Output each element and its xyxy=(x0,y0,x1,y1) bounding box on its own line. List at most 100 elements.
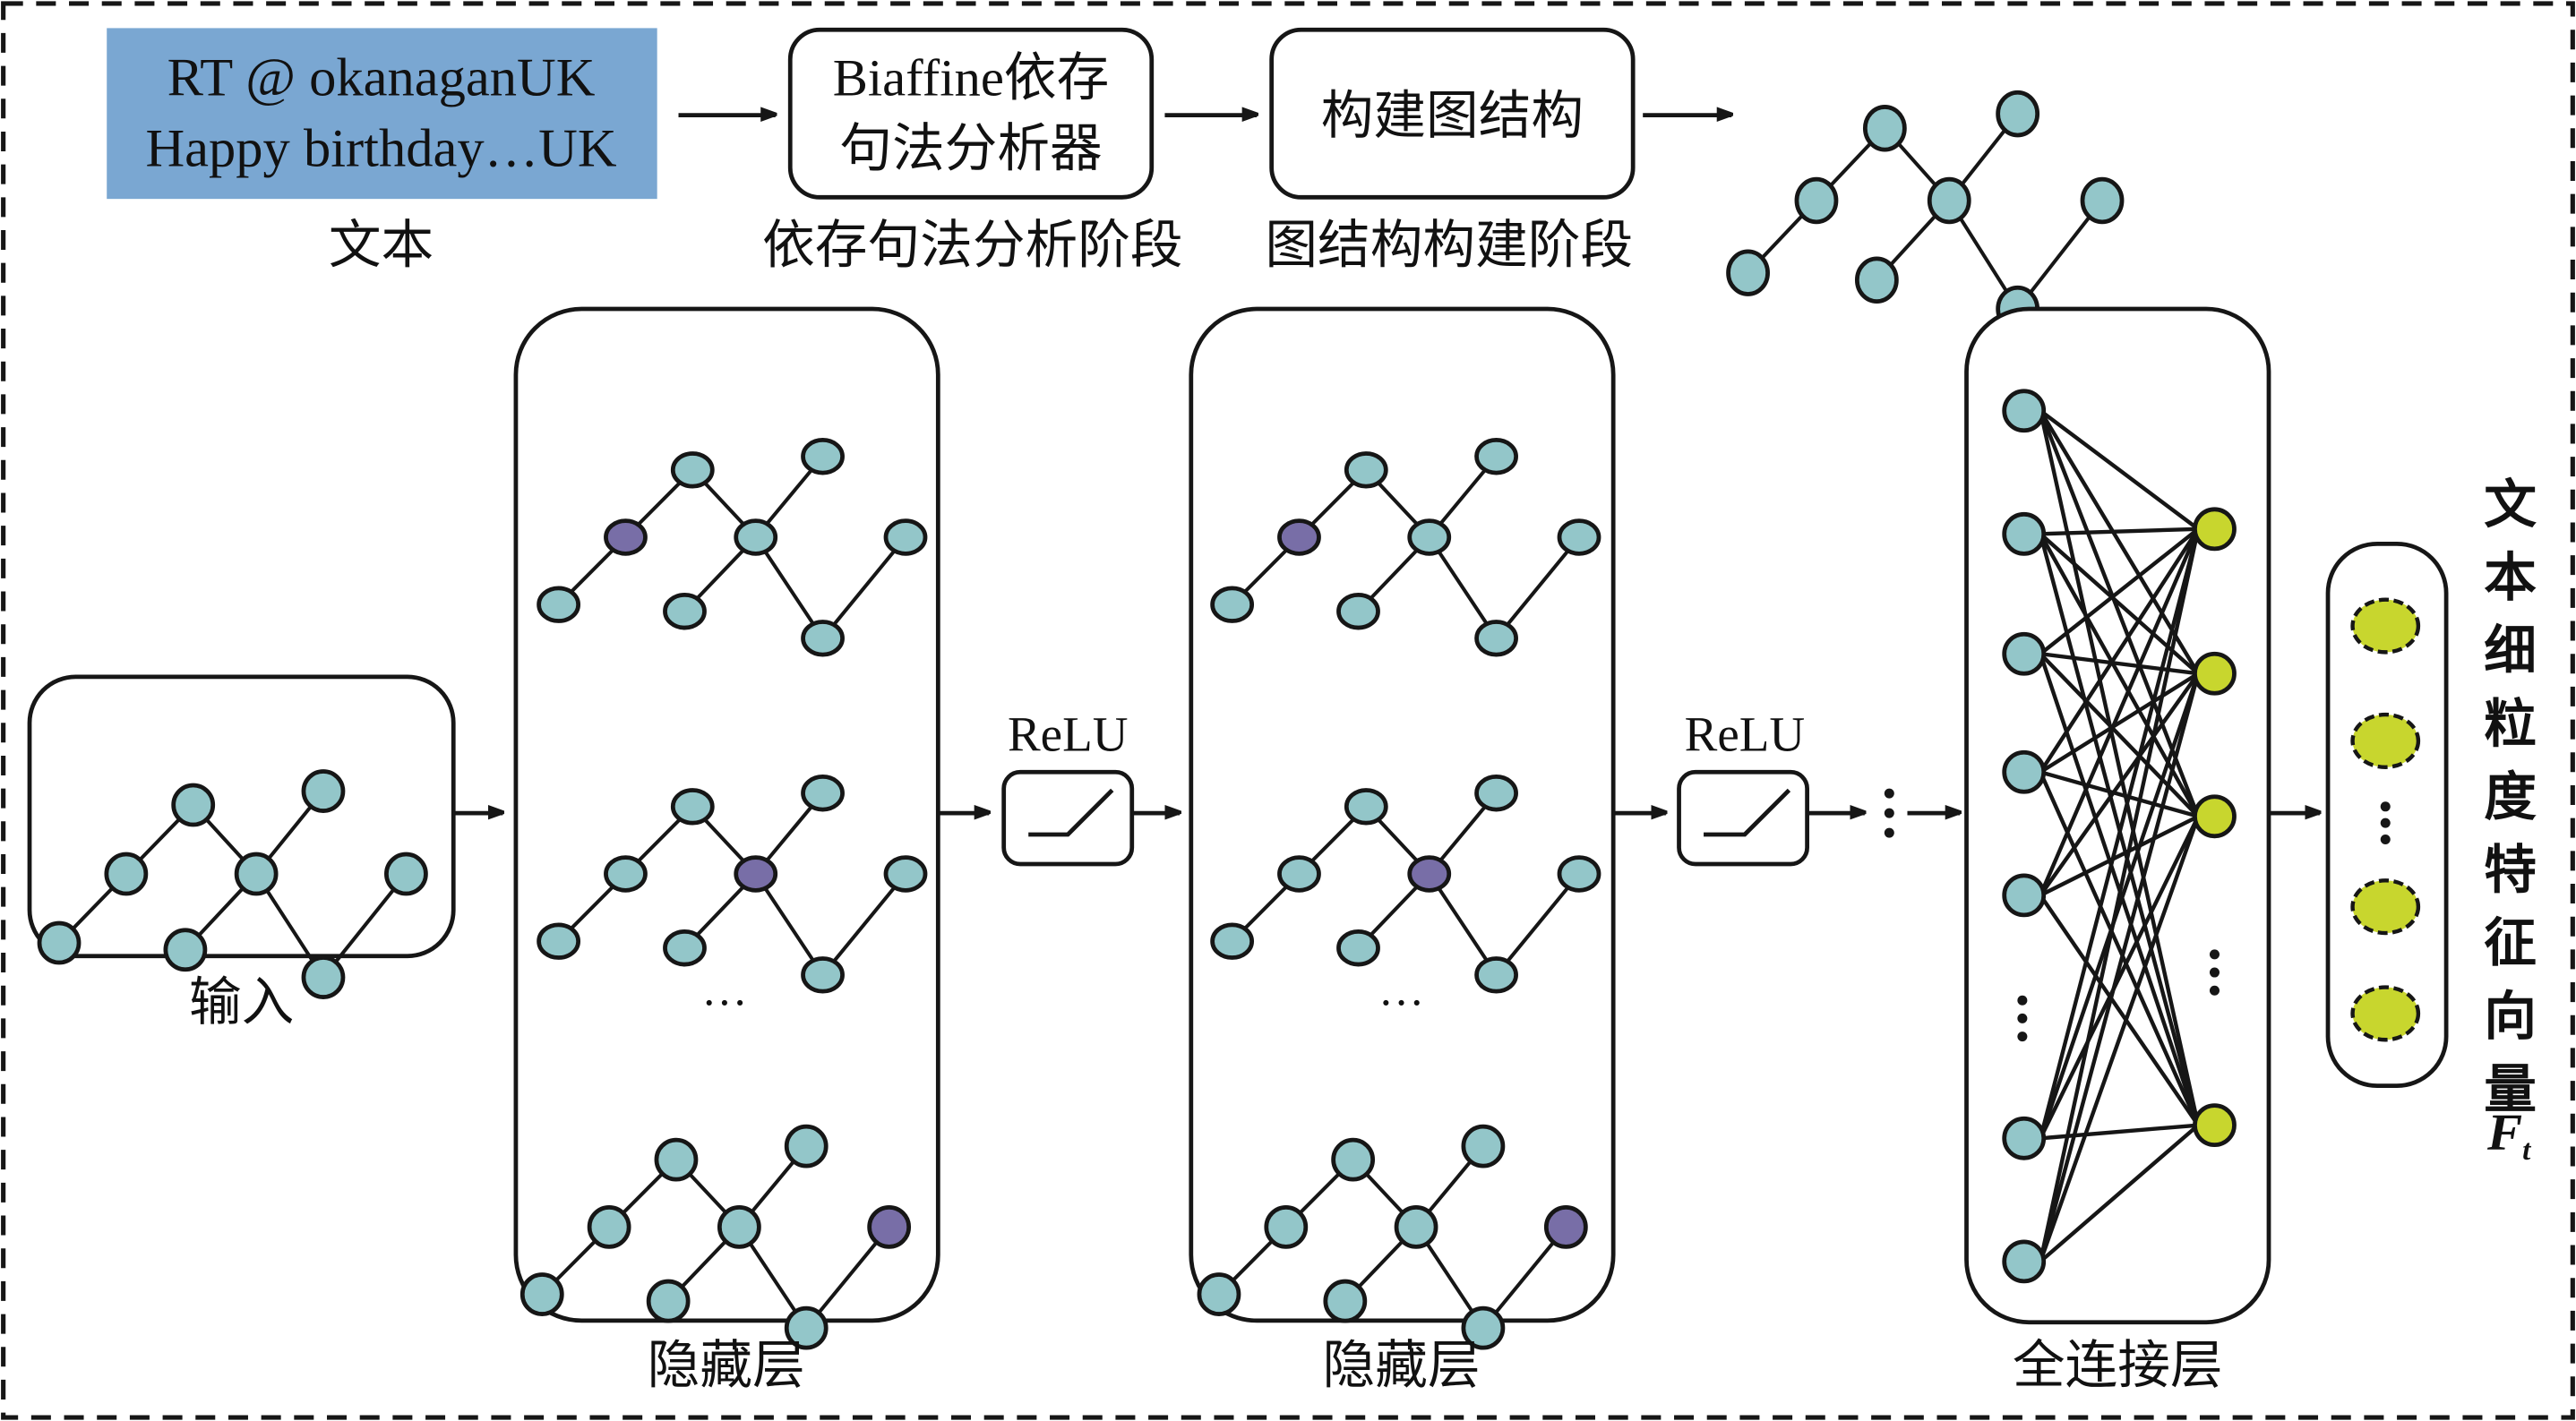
graph-edge xyxy=(754,872,825,976)
graph-node xyxy=(784,1305,829,1350)
layers-ellipsis-dot xyxy=(1884,788,1894,799)
graph-node-focus xyxy=(1543,1204,1588,1249)
fc-layer-nodes xyxy=(2002,389,2237,1284)
output-feature-node xyxy=(2350,712,2421,769)
graph-node xyxy=(1474,620,1518,657)
fc-connection xyxy=(2039,652,2200,818)
parser-box-line1: Biaffine依存 xyxy=(833,49,1110,107)
top-pipeline: RT @ okanaganUK Happy birthday…UK 文本 Bia… xyxy=(107,27,2125,333)
fc-connection xyxy=(2039,815,2201,1140)
graph-node-focus xyxy=(867,1204,912,1249)
fc-output-node xyxy=(2193,1103,2237,1148)
fc-output-node xyxy=(2193,651,2237,696)
fc-layer-box xyxy=(1964,306,2271,1325)
output-label-char: 特 xyxy=(2484,842,2537,900)
graph-node xyxy=(883,518,928,556)
fc-input-node xyxy=(2002,511,2047,556)
fc-output-ellipsis-dot xyxy=(2209,967,2220,978)
fc-connection xyxy=(2039,770,2199,818)
layers-ellipsis xyxy=(1884,788,1894,838)
graph-node xyxy=(1474,775,1518,812)
output-label-char: 细 xyxy=(2484,622,2537,681)
graph-node xyxy=(104,852,149,896)
output-label-char: 征 xyxy=(2484,914,2537,972)
graph-node xyxy=(1336,929,1380,967)
fc-connection xyxy=(2039,672,2200,897)
graph-node xyxy=(1323,1279,1368,1323)
fc-connection xyxy=(2039,814,2200,897)
hidden-layer-1-subgraph-1 xyxy=(537,438,928,657)
text-box-line1: RT @ okanaganUK xyxy=(167,48,596,108)
relu-2-curve-icon xyxy=(1704,788,1791,837)
fc-input-ellipsis-dot xyxy=(2017,1032,2028,1042)
output-ellipsis-dot xyxy=(2380,818,2391,828)
output-label-char: 粒 xyxy=(2484,695,2537,753)
fc-connection xyxy=(2038,672,2201,1140)
fc-input-node xyxy=(2002,749,2047,794)
output-label-char: 度 xyxy=(2484,768,2537,826)
graph-node xyxy=(171,783,216,827)
graph-node xyxy=(1277,855,1321,893)
graph-node xyxy=(537,586,581,623)
fc-connection xyxy=(2039,1123,2200,1263)
graph-node xyxy=(1996,90,2040,138)
output-feature-node xyxy=(2350,985,2421,1042)
graph-node xyxy=(1344,788,1388,826)
output-symbol-main: F xyxy=(2486,1103,2522,1161)
relu-1-label: ReLU xyxy=(1008,706,1128,761)
graph-node xyxy=(654,1137,699,1182)
graph-node xyxy=(801,620,845,657)
fc-connection xyxy=(2039,672,2200,775)
graph-edge xyxy=(1428,872,1498,976)
graph-node xyxy=(587,1204,631,1249)
graph-node xyxy=(1407,518,1452,556)
input-caption: 输入 xyxy=(189,973,294,1032)
fc-connection xyxy=(2038,672,2201,1263)
fc-input-ellipsis-dot xyxy=(2017,995,2028,1006)
graph-node xyxy=(1474,438,1518,475)
graph-node xyxy=(1862,105,1907,152)
fc-input-node xyxy=(2002,873,2047,918)
output-vector-nodes xyxy=(2350,597,2421,1042)
fc-connection xyxy=(2039,894,2200,1126)
graph-node xyxy=(734,518,778,556)
text-box xyxy=(107,28,657,200)
output-label-char: 本 xyxy=(2484,549,2537,607)
output-label-char: 量 xyxy=(2484,1060,2537,1118)
output-feature-node xyxy=(2350,878,2421,936)
fc-output-ellipsis-dot xyxy=(2209,985,2220,996)
fc-connection xyxy=(2038,528,2201,1263)
graph-node xyxy=(1557,518,1601,556)
text-box-line2: Happy birthday…UK xyxy=(145,118,616,178)
fc-output-node xyxy=(2193,794,2237,839)
graph-node xyxy=(670,788,715,826)
hidden-layer-2-ellipsis: … xyxy=(1378,965,1424,1016)
output-vector-box xyxy=(2325,541,2449,1088)
fc-input-ellipsis-dot xyxy=(2017,1013,2028,1023)
output-symbol-subscript: t xyxy=(2522,1134,2531,1167)
graph-node xyxy=(801,438,845,475)
fc-connection xyxy=(2038,410,2201,1126)
graph-node xyxy=(784,1124,829,1168)
graph-node-focus xyxy=(1277,518,1321,556)
graph-node xyxy=(1794,176,1839,225)
graph-edge xyxy=(1495,535,1581,640)
graph-node xyxy=(1197,1272,1241,1316)
graph-edge xyxy=(322,872,408,979)
graph-node xyxy=(1331,1137,1376,1182)
graph-node xyxy=(163,928,208,972)
relu-2-label: ReLU xyxy=(1685,706,1805,761)
graph-node xyxy=(519,1272,564,1316)
fc-connection xyxy=(2039,652,2199,676)
hidden-layer-1-box xyxy=(513,306,940,1323)
graph-edge xyxy=(820,535,907,640)
fc-connection xyxy=(2039,527,2200,655)
graph-build-stage-caption: 图结构构建阶段 xyxy=(1265,217,1633,275)
fc-connection xyxy=(2038,816,2201,1263)
fc-input-node xyxy=(2002,631,2047,676)
graph-node xyxy=(37,920,82,965)
fc-connection xyxy=(2038,528,2201,1139)
hidden-layer-2-subgraph-2 xyxy=(1210,775,1601,994)
